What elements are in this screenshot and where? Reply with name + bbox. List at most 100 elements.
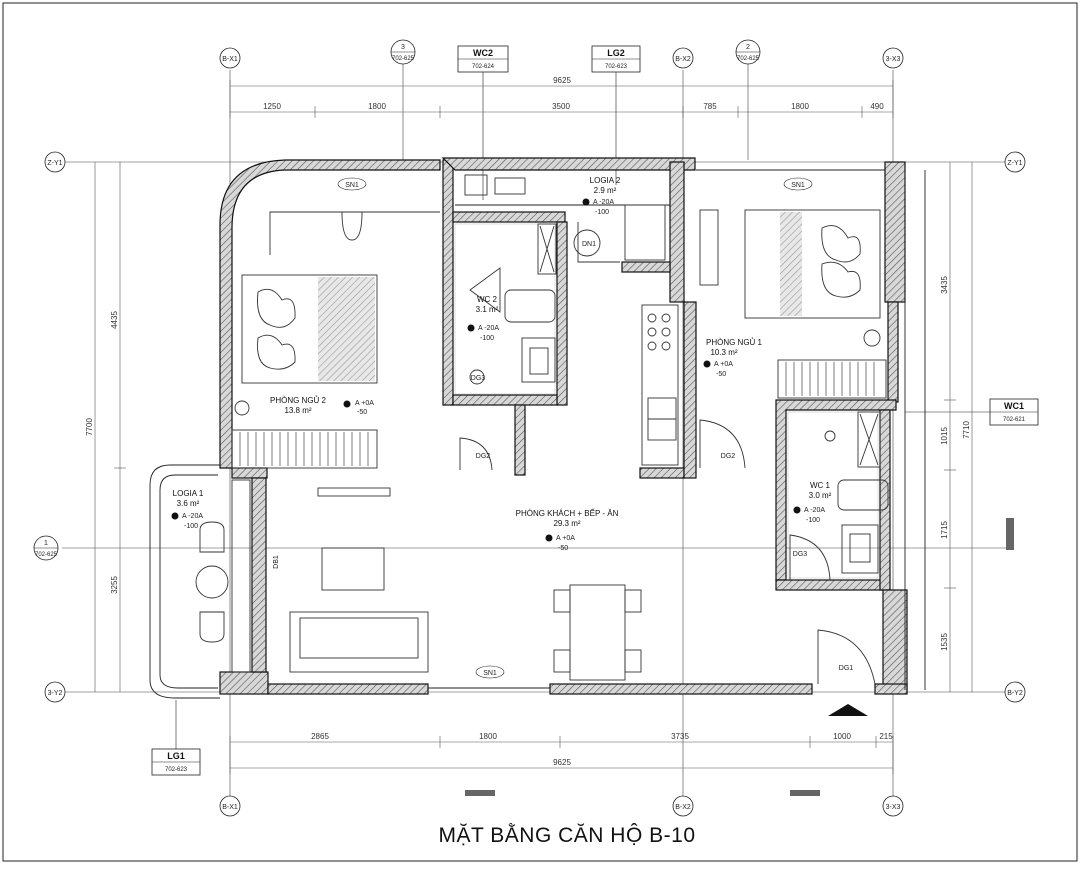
- level-marker-icon: [793, 506, 801, 514]
- section-marker-3: 3 702-625: [390, 39, 416, 65]
- sink-wc2: [521, 337, 556, 383]
- grid-bubble-bottom-mid: B-X2: [672, 795, 694, 817]
- dim-label: 3500: [552, 102, 570, 111]
- room-name: WC 1: [810, 481, 831, 490]
- detail-ref-wc2: WC2 702-624: [457, 45, 509, 200]
- grid-bubble-left-top: Z-Y1: [44, 151, 66, 173]
- dim-label: 215: [879, 732, 893, 741]
- dim-top-total: 9625: [553, 76, 571, 85]
- tag-label: DG2: [476, 453, 491, 460]
- wardrobe-1: [777, 359, 887, 399]
- room-elev: -100: [184, 523, 198, 530]
- level-marker-icon: [467, 324, 475, 332]
- tag-label: SN1: [483, 670, 497, 677]
- room-name: PHÒNG KHÁCH + BẾP - ĂN: [516, 508, 619, 518]
- room-area: 10.3 m²: [710, 348, 737, 357]
- room-name: PHÒNG NGỦ 1: [706, 338, 763, 347]
- detail-ref-code: 702-623: [605, 64, 628, 70]
- room-name: LOGIA 2: [590, 176, 621, 185]
- dim-label: 1000: [833, 732, 851, 741]
- detail-ref-name: LG1: [167, 751, 185, 761]
- room-level: A +0A: [556, 535, 575, 542]
- room-area: 29.3 m²: [553, 519, 580, 528]
- room-elev: -50: [558, 545, 568, 552]
- room-name: LOGIA 1: [173, 489, 204, 498]
- section-ref: 702-625: [35, 552, 58, 558]
- room-level: A -20A: [478, 325, 499, 332]
- room-level: A +0A: [714, 361, 733, 368]
- dim-label: 1715: [940, 521, 949, 539]
- room-label-logia-2: LOGIA 2 2.9 m² A -20A -100: [582, 176, 621, 216]
- room-elev: -100: [595, 209, 609, 216]
- tag-label: SN1: [791, 182, 805, 189]
- dim-label: 785: [703, 102, 717, 111]
- detail-ref-lg2: LG2 702-623: [591, 45, 641, 185]
- detail-ref-lg1: LG1 702-623: [151, 700, 201, 776]
- dim-label: 1015: [940, 427, 949, 445]
- dimensions-right: 3435 1015 1715 1535 7710: [940, 162, 973, 692]
- grid-bubble-bottom-left: B-X1: [219, 795, 241, 817]
- grid-bubble-left-bottom: 3-Y2: [44, 681, 66, 703]
- detail-ref-code: 702-624: [472, 64, 495, 70]
- section-ref: 702-625: [392, 56, 415, 62]
- room-label-wc-1: WC 1 3.0 m² A -20A -100: [793, 481, 832, 524]
- detail-ref-name: LG2: [607, 48, 625, 58]
- grid-bubble-bottom-right: 3-X3: [882, 795, 904, 817]
- dim-label: 3735: [671, 732, 689, 741]
- detail-ref-name: WC1: [1004, 401, 1024, 411]
- grid-label: Z-Y1: [1007, 160, 1022, 167]
- dimensions-top: 9625 1250 1800 3500 785 1800 490: [229, 76, 894, 118]
- section-num: 3: [401, 44, 405, 51]
- grid-bubble-top-left: B-X1: [219, 47, 241, 69]
- room-area: 13.8 m²: [284, 406, 311, 415]
- dimensions-left: 7700 4435 3255: [85, 162, 126, 692]
- dim-label: 1800: [368, 102, 386, 111]
- room-label-logia-1: LOGIA 1 3.6 m² A -20A -100: [171, 489, 204, 530]
- room-level: A +0A: [355, 400, 374, 407]
- room-name: WC 2: [477, 295, 498, 304]
- section-marker-2: 2 702-625: [735, 39, 761, 65]
- room-elev: -100: [806, 517, 820, 524]
- room-label-wc-2: WC 2 3.1 m² A -20A -100: [467, 295, 499, 342]
- dimensions-bottom: 2865 1800 3735 1000 215 9625: [229, 732, 894, 774]
- level-marker-icon: [545, 534, 553, 542]
- coffee-table: [321, 547, 385, 591]
- toilet-wc2: [504, 289, 556, 323]
- walls: [219, 157, 908, 695]
- room-area: 3.1 m²: [476, 305, 499, 314]
- sofa: [289, 611, 429, 673]
- tag-label: DG1: [839, 665, 854, 672]
- bed-1: [744, 209, 881, 319]
- dim-label: 1800: [791, 102, 809, 111]
- room-area: 3.0 m²: [809, 491, 832, 500]
- dim-label: 1250: [263, 102, 281, 111]
- room-level: A -20A: [182, 513, 203, 520]
- room-elev: -100: [480, 335, 494, 342]
- furniture: [195, 174, 1014, 796]
- detail-ref-code: 702-623: [165, 767, 188, 773]
- sink-wc1: [841, 524, 879, 574]
- grid-label: Z-Y1: [47, 160, 62, 167]
- tag-label: DG3: [793, 551, 808, 558]
- dim-label: 4435: [110, 311, 119, 329]
- tag-label: DN1: [582, 241, 596, 248]
- room-label-bedroom-2: PHÒNG NGỦ 2 13.8 m² A +0A -50: [270, 396, 374, 416]
- detail-ref-name: WC2: [473, 48, 493, 58]
- grid-bubble-top-right: 3-X3: [882, 47, 904, 69]
- door-window-tags: SN1 SN1 SN1 DN1 DG3 DG2 DG2 DG3 DG1 DB1: [273, 177, 854, 679]
- dim-label: 1800: [479, 732, 497, 741]
- room-name: PHÒNG NGỦ 2: [270, 396, 327, 405]
- level-marker-icon: [171, 512, 179, 520]
- room-label-living-kitchen-dining: PHÒNG KHÁCH + BẾP - ĂN 29.3 m² A +0A -50: [516, 508, 619, 552]
- room-level: A -20A: [804, 507, 825, 514]
- detail-ref-code: 702-621: [1003, 417, 1026, 423]
- dim-label: 2865: [311, 732, 329, 741]
- room-level: A -20A: [593, 199, 614, 206]
- detail-ref-wc1: WC1 702-621: [905, 398, 1039, 426]
- bed-2: [241, 274, 378, 384]
- level-marker-icon: [703, 360, 711, 368]
- section-num: 2: [746, 44, 750, 51]
- dim-label: 490: [870, 102, 884, 111]
